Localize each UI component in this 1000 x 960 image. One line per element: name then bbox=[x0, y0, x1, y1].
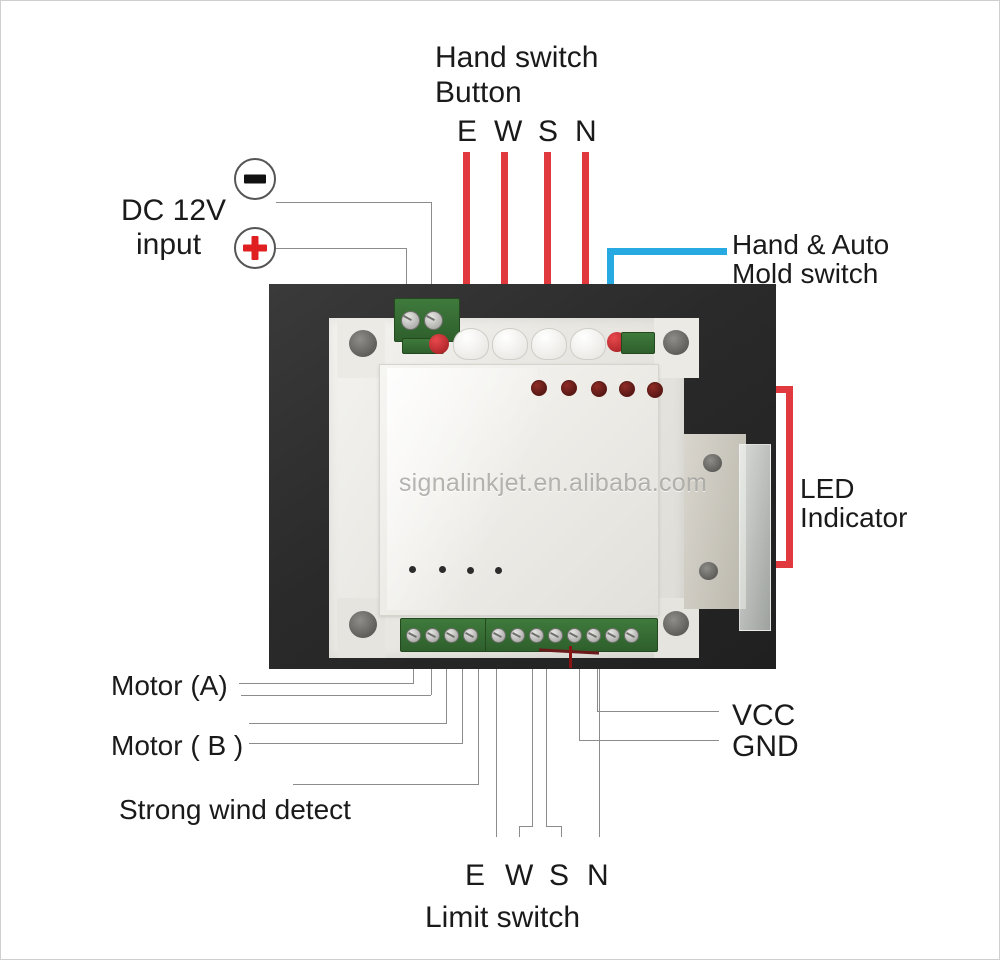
screw-hole-bottom-left bbox=[349, 611, 377, 638]
push-button-n[interactable] bbox=[570, 328, 606, 360]
board-pad-3 bbox=[467, 567, 474, 574]
leader-limit-n bbox=[599, 669, 600, 837]
leader-limit-s-v2 bbox=[561, 826, 562, 837]
screw-hole-top-left bbox=[349, 330, 377, 357]
leader-limit-e bbox=[496, 669, 497, 837]
leader-motor-b2-h bbox=[249, 743, 463, 744]
power-terminal-block bbox=[394, 298, 460, 342]
push-button-w[interactable] bbox=[492, 328, 528, 360]
led-indicator-4 bbox=[619, 381, 635, 397]
callout-blue-horizontal bbox=[607, 248, 727, 255]
hand-switch-label-line1: Hand switch bbox=[435, 41, 599, 74]
top-terminal-letter-n: N bbox=[575, 115, 597, 148]
limit-terminal-letter-s: S bbox=[549, 859, 570, 892]
leader-motor-b2-v bbox=[462, 669, 463, 743]
screw-hole-bottom-right bbox=[663, 611, 689, 636]
leader-limit-s-h bbox=[546, 826, 562, 827]
screw-hole-top-right bbox=[663, 330, 689, 355]
leader-strong-wind-h bbox=[293, 784, 479, 785]
red-component-left bbox=[429, 334, 449, 354]
push-button-e[interactable] bbox=[453, 328, 489, 360]
callout-red-top-w bbox=[501, 152, 508, 326]
limit-terminal-letter-e: E bbox=[465, 859, 486, 892]
leader-motor-b1-v bbox=[446, 669, 447, 723]
board-pad-2 bbox=[439, 566, 446, 573]
board-pad-4 bbox=[495, 567, 502, 574]
top-terminal-letter-e: E bbox=[457, 115, 478, 148]
limit-switch-label: Limit switch bbox=[425, 901, 581, 934]
callout-red-led-right bbox=[786, 386, 793, 568]
limit-terminal-letter-w: W bbox=[505, 859, 534, 892]
watermark-text: signalinkjet.en.alibaba.com bbox=[398, 469, 708, 497]
leader-limit-w-v1 bbox=[532, 669, 533, 826]
vcc-label: VCC bbox=[732, 699, 796, 732]
leader-motor-a2-h bbox=[241, 695, 431, 696]
leader-vcc-h bbox=[597, 711, 719, 712]
led-indicator-1 bbox=[531, 380, 547, 396]
plus-polarity-icon bbox=[234, 227, 276, 269]
signal-terminal-block bbox=[485, 618, 658, 652]
minus-polarity-icon bbox=[234, 158, 276, 200]
motor-terminal-block bbox=[400, 618, 491, 652]
top-terminal-letter-w: W bbox=[494, 115, 523, 148]
led-indicator-label-line2: Indicator bbox=[800, 502, 908, 533]
leader-vcc-v bbox=[597, 669, 598, 711]
mode-switch-terminal[interactable] bbox=[621, 332, 655, 354]
dc-input-label-line1: DC 12V bbox=[121, 194, 227, 227]
led-indicator-3 bbox=[591, 381, 607, 397]
motor-b-label: Motor ( B ) bbox=[111, 730, 244, 761]
leader-limit-w-h bbox=[519, 826, 533, 827]
callout-red-top-n bbox=[582, 152, 589, 326]
leader-dc-positive-v bbox=[406, 248, 407, 303]
board-pad-1 bbox=[409, 566, 416, 573]
led-indicator-5 bbox=[647, 382, 663, 398]
leader-dc-positive-h bbox=[276, 248, 406, 249]
led-indicator-label-line1: LED bbox=[800, 473, 855, 504]
strong-wind-label: Strong wind detect bbox=[119, 794, 351, 825]
side-bracket-hole-bottom bbox=[699, 562, 718, 580]
leader-dc-negative-h bbox=[276, 202, 431, 203]
hand-auto-label-line2: Mold switch bbox=[732, 258, 879, 289]
limit-terminal-letter-n: N bbox=[587, 859, 609, 892]
clear-plastic-piece bbox=[739, 444, 771, 631]
leader-gnd-h bbox=[579, 740, 719, 741]
push-button-s[interactable] bbox=[531, 328, 567, 360]
leader-limit-s-v1 bbox=[546, 669, 547, 826]
top-terminal-letter-s: S bbox=[538, 115, 559, 148]
callout-red-top-s bbox=[544, 152, 551, 326]
hand-auto-label-line1: Hand & Auto bbox=[732, 229, 890, 260]
led-indicator-2 bbox=[561, 380, 577, 396]
side-bracket-hole-top bbox=[703, 454, 722, 472]
leader-motor-a1-v bbox=[413, 669, 414, 683]
dc-input-label-line2: input bbox=[136, 228, 202, 261]
leader-motor-a1-h bbox=[239, 683, 414, 684]
hand-switch-label-line2: Button bbox=[435, 76, 522, 109]
leader-dc-negative-v bbox=[431, 202, 432, 303]
controller-board-photo: signalinkjet.en.alibaba.com bbox=[269, 284, 776, 669]
leader-motor-a2-v bbox=[431, 669, 432, 695]
board-wire-2 bbox=[569, 646, 572, 668]
motor-a-label: Motor (A) bbox=[111, 670, 228, 701]
callout-red-top-e bbox=[463, 152, 470, 326]
gnd-label: GND bbox=[732, 730, 799, 763]
leader-motor-b1-h bbox=[249, 723, 447, 724]
leader-gnd-v bbox=[579, 669, 580, 740]
leader-strong-wind-v bbox=[478, 669, 479, 784]
leader-limit-w-v2 bbox=[519, 826, 520, 837]
